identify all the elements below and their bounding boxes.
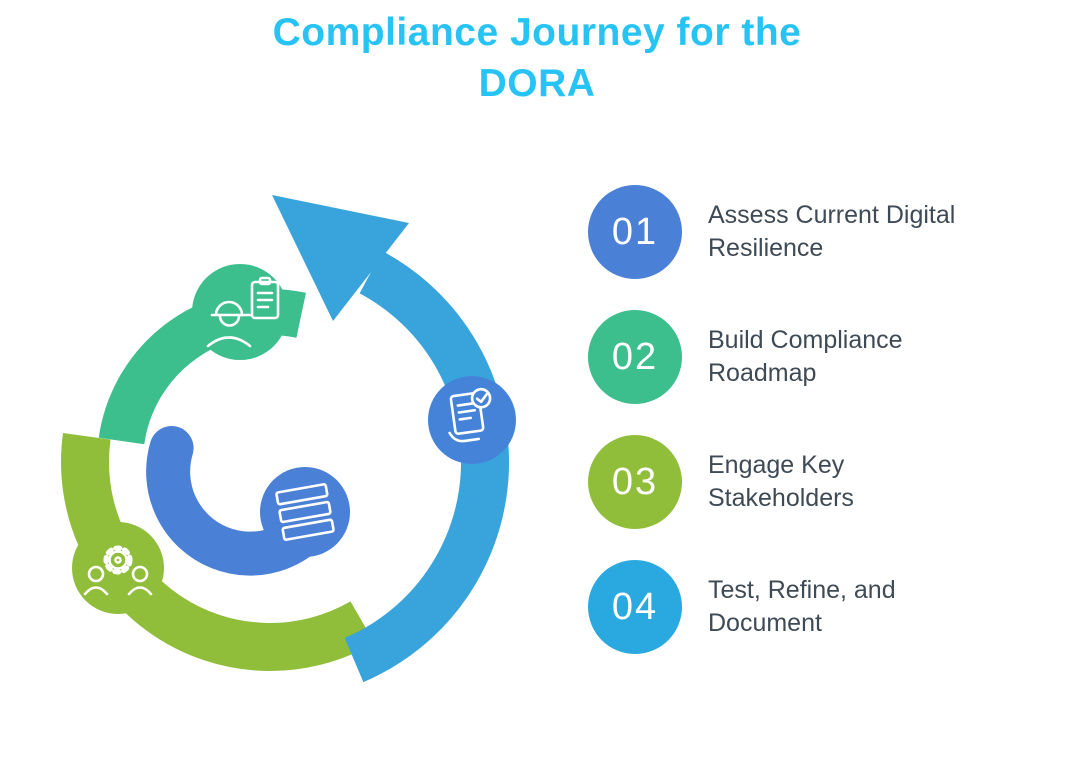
step-item-3: 03 Engage Key Stakeholders: [588, 435, 955, 529]
step-number: 03: [611, 460, 659, 503]
step-item-1: 01 Assess Current Digital Resilience: [588, 185, 955, 279]
step-number-badge: 02: [588, 310, 682, 404]
team-gear-icon: [72, 522, 164, 614]
page-title-line1: Compliance Journey for the: [272, 11, 802, 54]
step-number-badge: 03: [588, 435, 682, 529]
step-label: Build Compliance Roadmap: [708, 325, 903, 388]
step-label: Assess Current Digital Resilience: [708, 200, 956, 263]
step-label: Engage Key Stakeholders: [708, 450, 854, 513]
page-title: Compliance Journey for the DORA: [0, 8, 1074, 109]
step-item-2: 02 Build Compliance Roadmap: [588, 310, 955, 404]
dora-cycle-diagram: [61, 195, 516, 683]
arrow-head-icon: [272, 195, 409, 321]
step-label: Test, Refine, and Document: [708, 575, 896, 638]
step-number: 02: [611, 335, 659, 378]
page-title-line2: DORA: [478, 61, 596, 105]
engineer-checklist-icon: [192, 264, 288, 360]
steps-legend: 01 Assess Current Digital Resilience 02 …: [588, 185, 955, 654]
step-number-badge: 01: [588, 185, 682, 279]
cycle-segment-blue: [344, 251, 510, 683]
hand-checklist-icon: [428, 376, 516, 464]
step-number: 01: [611, 210, 659, 253]
stack-icon: [260, 467, 350, 557]
step-item-4: 04 Test, Refine, and Document: [588, 560, 955, 654]
step-number-badge: 04: [588, 560, 682, 654]
step-number: 04: [611, 585, 659, 628]
cycle-segment-olive: [61, 432, 375, 671]
